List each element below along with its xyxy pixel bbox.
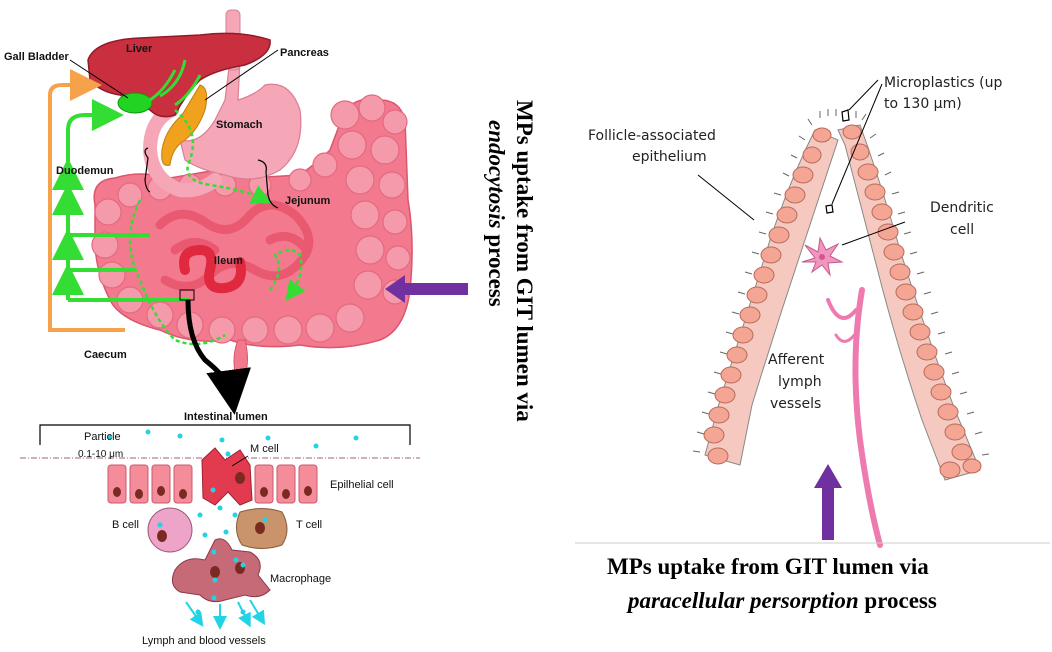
lymph-vessel-branch-1 (826, 298, 858, 320)
macrophage (171, 538, 271, 603)
bottom-caption-rest: process (859, 588, 937, 613)
bottom-caption-line1: MPs uptake from GIT lumen via (607, 554, 929, 579)
zoom-box (179, 289, 195, 301)
epithelial-cells-right (842, 124, 982, 479)
middle-caption-italic: endocytosis (484, 120, 509, 229)
brush-border (692, 109, 990, 456)
gall-bladder-leader (69, 59, 129, 99)
label-fae-line1: Follicle-associated (588, 128, 716, 144)
gall-bladder (117, 92, 153, 114)
zoom-arrow (185, 299, 251, 415)
follicle-epithelium (692, 79, 990, 548)
epithelial-cells-left (703, 127, 832, 465)
gi-tract-illustration (48, 9, 413, 415)
portal-circulation-arrow (48, 69, 125, 332)
label-particle-size: 0.1-10 μm (78, 449, 123, 460)
duodenum (142, 103, 222, 198)
fae-leader (697, 174, 755, 221)
label-microplastics-line2: to 130 μm) (884, 96, 962, 112)
b-cell-nucleus (157, 530, 167, 542)
middle-caption-line1: MPs uptake from GIT lumen via (512, 100, 537, 422)
endocytosis-arrow (385, 275, 468, 303)
bile-ducts (149, 59, 202, 107)
bottom-caption-italic: paracellular persorption (626, 588, 859, 613)
lumen-bracket (39, 424, 411, 445)
m-cell-nucleus (235, 472, 245, 484)
label-duodenum: Duodemun (56, 165, 114, 177)
label-dendritic-line1: Dendritic (930, 200, 994, 216)
epithelial-cells (107, 464, 318, 504)
absorption-arrows (52, 99, 190, 302)
label-pancreas: Pancreas (280, 47, 329, 59)
afferent-lymph-vessel (852, 287, 883, 548)
label-m-cell: M cell (250, 443, 279, 455)
lymph-vessel-branch-2 (834, 328, 860, 343)
label-microplastics-line1: Microplastics (up (884, 75, 1002, 91)
t-cell-nucleus (255, 522, 265, 534)
dendritic-cell-nucleus (819, 254, 825, 260)
microplastic-particle-inner (825, 204, 834, 214)
label-lymph-line2: lymph (778, 374, 822, 390)
label-lymph-line3: vessels (770, 396, 821, 412)
label-jejunum: Jejunum (285, 195, 330, 207)
persorption-arrow (814, 464, 842, 540)
middle-caption-rest: process (484, 229, 509, 307)
microplastic-particle-top (841, 109, 850, 122)
middle-caption-line2: endocytosis process (484, 120, 509, 307)
label-ileum: Ileum (214, 255, 243, 267)
label-liver: Liver (126, 43, 153, 55)
dendritic-leader (841, 221, 906, 246)
label-macrophage: Macrophage (270, 573, 331, 585)
label-intestinal-lumen: Intestinal lumen (184, 411, 268, 423)
pancreas-leader (204, 49, 279, 101)
jejunum-bracket (257, 159, 279, 209)
label-caecum: Caecum (84, 349, 127, 361)
vessel-arrows (185, 599, 266, 630)
label-dendritic-line2: cell (950, 222, 974, 238)
colon-bumps (91, 94, 411, 345)
label-epithelial-cell: Epilhelial cell (330, 479, 394, 491)
pancreas (161, 84, 208, 166)
appendix (233, 339, 248, 379)
b-cell (147, 507, 193, 553)
bottom-caption-line2: paracellular persorption process (626, 588, 937, 613)
duodenum-bracket (144, 147, 151, 193)
ileum-loops (179, 244, 246, 294)
intestinal-lumen-inset (20, 424, 420, 630)
left-epithelial-wall (704, 129, 839, 466)
label-b-cell: B cell (112, 519, 139, 531)
label-stomach: Stomach (216, 119, 263, 131)
label-vessels: Lymph and blood vessels (142, 635, 266, 647)
label-t-cell: T cell (296, 519, 322, 531)
label-lymph-line1: Afferent (768, 352, 825, 368)
m-cell-leader (231, 455, 249, 467)
middle-caption: MPs uptake from GIT lumen via endocytosi… (484, 100, 537, 422)
microplastics-leader-1 (848, 79, 879, 111)
microplastics-leader-2 (831, 83, 883, 205)
epithelial-nuclei (113, 486, 312, 499)
particles (107, 429, 359, 615)
label-fae-line2: epithelium (632, 149, 707, 165)
label-particle: Particle (84, 431, 121, 443)
label-gall-bladder: Gall Bladder (4, 51, 70, 63)
